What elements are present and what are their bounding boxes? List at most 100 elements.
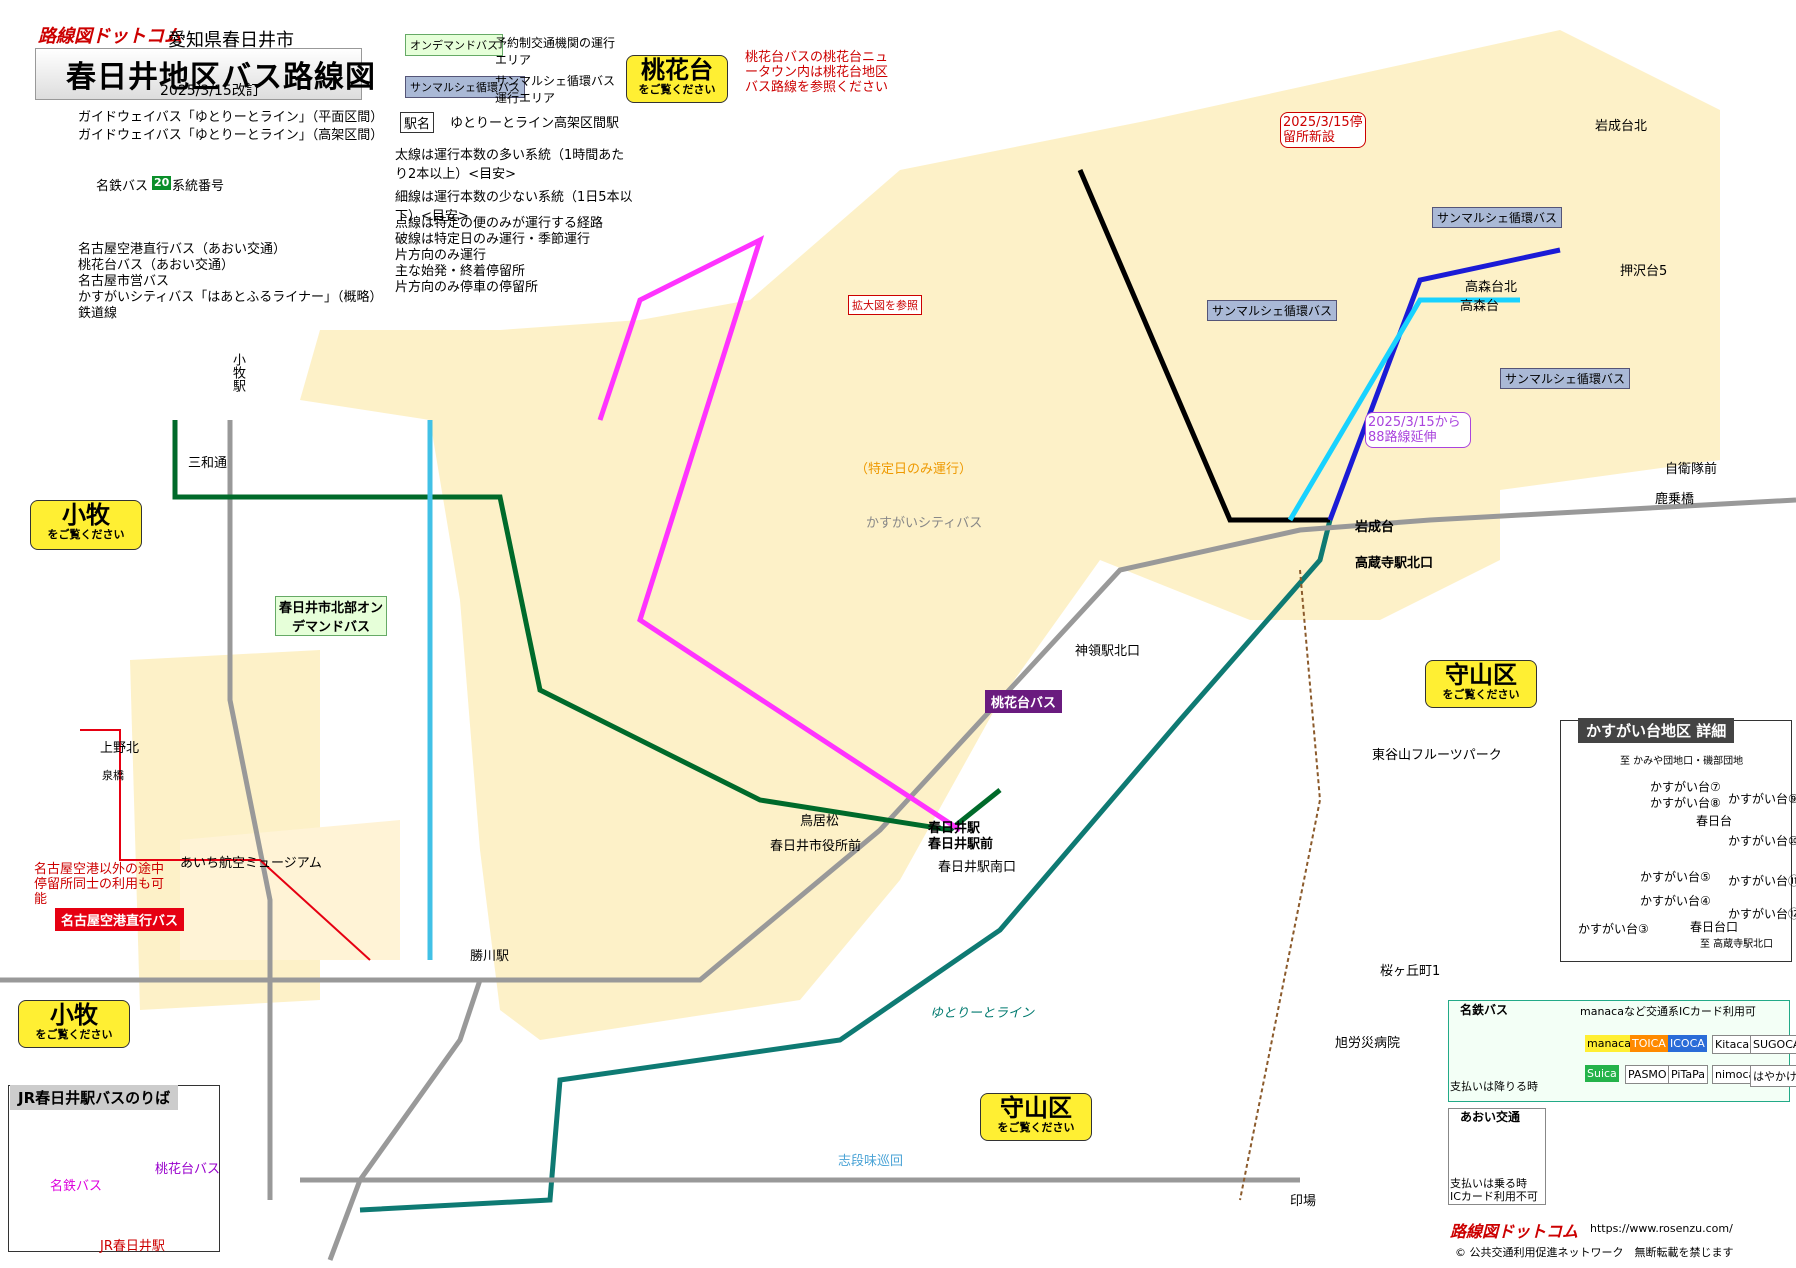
area-sub: をご覧ください [47,528,125,541]
legend-station-box: 駅名 [400,112,435,133]
kasugaidai-bottom: 至 高蔵寺駅北口 [1700,939,1774,950]
stop-kozoji-north: 岩成台 [1355,520,1395,535]
area-sub: をご覧ください [35,1028,113,1041]
area-name: 守山区 [1445,661,1517,689]
toyoyama-area-fill [180,820,400,960]
kasugai-area-fill [300,30,1720,1040]
special-day-note: （特定日のみ運行） [855,462,973,477]
legend-route-badge: 20 [152,176,172,190]
legend-airport: 名古屋空港直行バス（あおい交通） [78,242,287,257]
yutorito-label: ゆとりーとライン [930,1006,1035,1021]
legend-oneway: 片方向のみ運行 [395,248,487,263]
jr-line-south [327,979,483,1261]
area-sub: をご覧ください [997,1121,1075,1134]
airport-bus-label: 名古屋空港直行バス [55,908,185,931]
kasugaidai-top: 至 かみや団地口・磯部団地 [1620,756,1744,767]
stop-inba: 印場 [1290,1194,1317,1209]
ic-card-pitapa: PiTaPa [1668,1065,1708,1084]
revision-date: 2025/3/15改訂 [160,83,260,99]
meitetsu-route-20 [172,420,1002,833]
stop-jinryo: 神領駅北口 [1075,644,1141,659]
area-label-moriyama[interactable]: 守山区 をご覧ください [1425,660,1537,708]
ic-card-hayakaken: はやかけん [1750,1065,1796,1087]
north-on-demand-label: 春日井市北部オンデマンドバス [275,596,387,636]
kasugaidai-stop: 春日台 [1696,814,1733,828]
legend-oneway-stop: 片方向のみ停車の停留所 [395,280,539,295]
kasugaidai-stop: かすがい台⑤ [1640,870,1711,884]
sunmarche-badge: サンマルシェ循環バス [405,76,525,98]
title-box [35,48,362,100]
legend-station-text: ゆとりーとライン高架区間駅 [450,116,620,131]
legend-thick: 太線は運行本数の多い系統（1時間あたり2本以上）<目安> [395,148,625,182]
kasugaidai-stop: かすがい台④ [1640,894,1711,908]
ic-card-toica: TOICA [1630,1035,1668,1052]
sunmarche-text: サンマルシェ循環バス運行エリア [495,74,616,105]
legend-meitetsu: 名鉄バス [96,179,149,194]
kasugaidai-stop: かすがい台⑪ [1728,874,1796,888]
footer-brand: 路線図ドットコム [1450,1222,1579,1241]
area-sub: をご覧ください [1442,688,1520,701]
ic-card-pasmo: PASMO [1625,1065,1670,1084]
zoom-reference[interactable]: 拡大図を参照 [848,295,922,315]
stop-ajiyoshi: あいち航空ミュージアム [180,856,322,871]
area-name: 桃花台 [641,56,713,84]
route-kozoji-ishiodai [1327,247,1561,521]
kasugaidai-inset-title: かすがい台地区 詳細 [1578,718,1735,743]
stop-asahi-rosai: 旭労災病院 [1335,1036,1401,1051]
airport-note: 名古屋空港以外の途中停留所同士の利用も可能 [34,862,165,907]
new-stop-note: 2025/3/15停留所新設 [1280,112,1366,148]
city-bus-label-1: かすがいシティバス [866,516,983,531]
kasugaidai-stop: 春日台口 [1690,920,1739,934]
aoi-pay: 支払いは乗る時 [1450,1177,1527,1190]
prefecture-label: 愛知県春日井市 [168,30,294,51]
extension-note: 2025/3/15から88路線延伸 [1365,412,1471,448]
legend-momohanadai: 桃花台バス（あおい交通） [78,258,235,273]
area-label-komaki[interactable]: 小牧 をご覧ください [30,500,142,550]
ic-card-manaca: manaca [1585,1035,1633,1052]
inset-meitetsu-label: 名鉄バス [50,1179,103,1194]
legend-nagoya-city: 名古屋市営バス [78,274,170,289]
footer-url[interactable]: https://www.rosenzu.com/ [1590,1222,1733,1235]
stop-kasugai-station-south: 春日井駅南口 [938,860,1017,875]
meitetsu-komaki-line [227,420,273,1200]
area-name: 守山区 [1000,1094,1072,1122]
route-trunk-kozoji [1077,169,1330,523]
legend-kasugai-city: かすがいシティバス「はあとふるライナー」（概略） [78,290,383,305]
meitetsu-ic-text: manacaなど交通系ICカード利用可 [1580,1005,1756,1018]
area-label-komaki-south[interactable]: 小牧 をご覧ください [18,1000,130,1048]
stop-botanical: 岩成台北 [1595,119,1648,134]
jr-chuo-line [0,497,1796,983]
kasugaidai-stop: かすがい台⑩ [1728,834,1796,848]
stop-chuodai: 高森台 [1460,299,1500,314]
area-name: 小牧 [50,1001,98,1029]
footer-copyright: © 公共交通利用促進ネットワーク 無断転載を禁じます [1455,1246,1734,1259]
sunmarche-label-1: サンマルシェ循環バス [1432,207,1563,228]
inset-station-label: JR春日井駅 [100,1239,165,1254]
area-label-momohanadai[interactable]: 桃花台 をご覧ください [626,55,728,103]
stop-kasugai-station-front: 春日井駅前 [928,837,994,852]
on-demand-text: 予約制交通機関の運行エリア [495,36,616,67]
kasugaidai-stop: かすがい台⑦ [1650,780,1721,794]
stop-togokusan: 東谷山フルーツパーク [1372,748,1502,763]
legend-thin: 細線は運行本数の少ない系統（1日5本以下）<目安> [395,190,633,224]
ic-card-sugoca: SUGOCA [1750,1035,1796,1054]
nagoya-city-bus-line [1239,569,1322,1201]
legend-guideway-flat: ガイドウェイバス「ゆとりーとライン」（平面区間） [78,110,384,125]
legend-terminal: 主な始発・終着停留所 [395,264,526,279]
inset-momo-label: 桃花台バス [155,1162,221,1177]
kasugai-station-inset [8,1085,220,1252]
legend-dotted: 点線は特定の便のみが運行する経路 [395,216,604,231]
momo-bus-label: 桃花台バス [985,690,1063,713]
sunmarche-label-2: サンマルシェ循環バス [1207,300,1338,321]
aoi-title: あおい交通 [1460,1110,1521,1124]
legend-rail: 鉄道線 [78,306,118,321]
stop-sakuragaoka: 桜ヶ丘町1 [1380,964,1441,979]
stop-kozoji: 高蔵寺駅北口 [1355,556,1434,571]
stop-kachigawa: 勝川駅 [470,949,510,964]
stop-city-hall-front: 春日井市役所前 [770,839,862,854]
area-label-moriyama-south[interactable]: 守山区 をご覧ください [980,1093,1092,1141]
shidami-loop-label: 志段味巡回 [838,1154,904,1169]
stop-aviation-museum: 泉橋 [102,769,124,782]
stop-nagoya-airport: 上野北 [100,741,140,756]
momohanadai-bus-line [597,235,962,833]
